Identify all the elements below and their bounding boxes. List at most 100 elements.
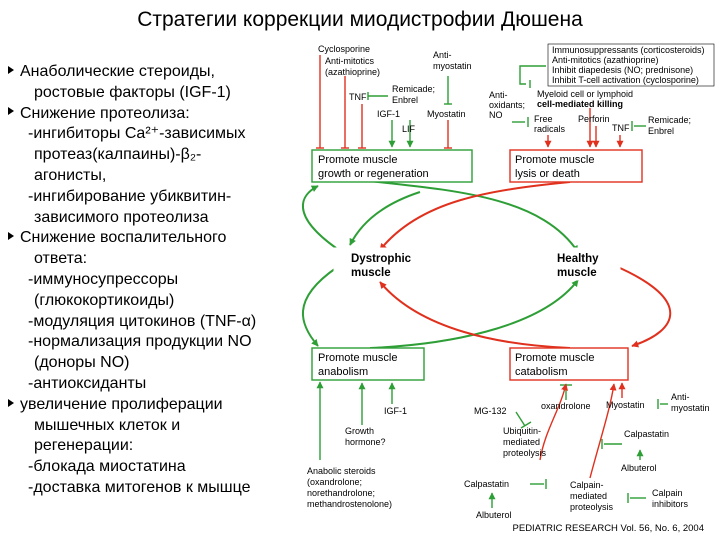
label-perforin: Perforin	[578, 114, 610, 124]
label-calpain-inhibitors-1: Calpain	[652, 488, 683, 498]
bullet-text-line: протеаз(калпаины)-β₂-	[8, 145, 298, 166]
label-anabolic-2: (oxandrolone;	[307, 477, 362, 487]
label-oxandrolone: oxandrolone	[541, 401, 591, 411]
bullet-text-line: (доноры NO)	[8, 353, 298, 374]
box-anabolism	[311, 347, 425, 381]
label-antimyostatin-1: Anti-	[433, 50, 452, 60]
label-mg132: MG-132	[474, 406, 507, 416]
bullet-text: мышечных клеток и	[34, 416, 181, 434]
label-remicade-left-2: Enbrel	[392, 95, 418, 105]
label-remicade-left-1: Remicade;	[392, 84, 435, 94]
label-growth-hormone-1: Growth	[345, 426, 374, 436]
bullet-text: Анаболические стероиды,	[20, 63, 215, 80]
bullet-text-line: ответа:	[8, 249, 298, 270]
bullet-text-line: -антиоксиданты	[8, 374, 298, 395]
label-free-radicals-2: radicals	[534, 124, 566, 134]
box-catabolism	[509, 347, 629, 381]
cycle-arrow-dystrophic-to-anabolism	[301, 267, 337, 347]
bullet-item: Снижение протеолиза:	[8, 104, 298, 125]
edge-mg132-bar	[520, 421, 532, 429]
label-antimyostatin-2: myostatin	[433, 61, 472, 71]
label-tnf-left: TNF	[349, 92, 367, 102]
bullet-text-line: -доставка митогенов к мышце	[8, 478, 298, 499]
bullet-text: увеличение пролиферации	[20, 395, 223, 413]
citation: PEDIATRIC RESEARCH Vol. 56, No. 6, 2004	[512, 523, 704, 534]
label-free-radicals-1: Free	[534, 114, 553, 124]
bullet-text-line: -нормализация продукции NO	[8, 332, 298, 353]
box-lysis-line1: Promote muscle	[515, 154, 594, 166]
label-ubiquitin-2: mediated	[503, 437, 540, 447]
bullet-text: -нормализация продукции NO	[28, 333, 252, 351]
cycle-arrow-growth-side	[349, 191, 421, 246]
label-calpain-mediated-1: Calpain-	[570, 480, 604, 490]
box-growth-line2: growth or regeneration	[318, 168, 429, 180]
label-igf1-bottom: IGF-1	[384, 406, 407, 416]
bullet-triangle-icon	[8, 232, 14, 241]
bullet-text: Снижение воспалительного	[20, 229, 227, 247]
bullet-text: ответа:	[34, 250, 88, 268]
bullet-text: зависимого протеолиза	[34, 208, 209, 226]
box-anabolism-line1: Promote muscle	[318, 352, 397, 364]
label-myostatin-bottom: Myostatin	[606, 400, 645, 410]
label-antimitotics-2: (azathioprine)	[325, 67, 380, 77]
label-remicade-right-1: Remicade;	[648, 115, 691, 125]
label-myostatin-top: Myostatin	[427, 109, 466, 119]
bullet-text-line: -блокада миостатина	[8, 457, 298, 478]
label-immuno-3: Inhibit diapedesis (NO; prednisone)	[552, 65, 693, 75]
box-healthy-line2: muscle	[557, 267, 597, 279]
label-igf1-top: IGF-1	[377, 109, 400, 119]
label-myeloid-1: Myeloid cell or lymphoid	[537, 89, 633, 99]
bullet-text-line: -ингибиторы Ca²⁺-зависимых	[8, 124, 298, 145]
bullet-text: (доноры NO)	[34, 354, 130, 372]
bullet-text-line: агонисты,	[8, 166, 298, 187]
bullet-text: (глюкокортикоиды)	[34, 291, 175, 309]
label-antimyostatin-bottom-1: Anti-	[671, 392, 690, 402]
label-albuterol-right: Albuterol	[621, 463, 657, 473]
cycle-arrow-anabolism-to-healthy	[369, 279, 579, 349]
label-anabolic-1: Anabolic steroids	[307, 466, 376, 476]
label-albuterol-left: Albuterol	[476, 510, 512, 520]
label-antimitotics-1: Anti-mitotics	[325, 56, 375, 66]
box-catabolism-line2: catabolism	[515, 366, 568, 378]
label-antioxidants-1: Anti-	[489, 90, 508, 100]
bullet-text: агонисты,	[34, 166, 107, 184]
label-tnf-right: TNF	[612, 123, 630, 133]
label-immuno-2: Anti-mitotics (azathioprine)	[552, 55, 659, 65]
box-healthy	[551, 247, 621, 281]
box-lysis-line2: lysis or death	[515, 168, 580, 180]
bullet-text-line: зависимого протеолиза	[8, 208, 298, 229]
bullet-text: ростовые факторы (IGF-1)	[34, 83, 231, 101]
bullet-text: -блокада миостатина	[28, 458, 186, 476]
label-lif: LIF	[402, 124, 416, 134]
bullet-text: -модуляция цитокинов (TNF-α)	[28, 312, 257, 330]
cycle-arrow-lysis-to-dystrophic	[379, 181, 571, 251]
bullet-text: Снижение протеолиза:	[20, 104, 190, 122]
bullet-text: регенерации:	[34, 437, 134, 455]
bullet-text: -ингибирование убиквитин-	[28, 187, 232, 205]
bullet-text: -доставка митогенов к мышце	[28, 478, 251, 496]
cycle-arrow-healthy-to-catabolism	[619, 267, 672, 348]
label-immuno-1: Immunosuppressants (corticosteroids)	[552, 45, 705, 55]
edge-mg132	[515, 411, 526, 427]
label-growth-hormone-2: hormone?	[345, 437, 386, 447]
bullet-text-line: (глюкокортикоиды)	[8, 291, 298, 312]
box-dystrophic-line1: Dystrophic	[351, 253, 412, 265]
bullet-text: протеаз(калпаины)-β₂-	[34, 146, 202, 164]
bullet-text-line: регенерации:	[8, 436, 298, 457]
bullet-text: -ингибиторы Ca²⁺-зависимых	[28, 125, 246, 143]
bullet-triangle-icon	[8, 65, 14, 74]
bullet-text-line: мышечных клеток и	[8, 416, 298, 437]
label-anabolic-3: norethandrolone;	[307, 488, 375, 498]
bullet-text-line: -модуляция цитокинов (TNF-α)	[8, 312, 298, 333]
label-antioxidants-2: oxidants;	[489, 100, 525, 110]
edge-calpain-up	[589, 383, 617, 479]
box-catabolism-line1: Promote muscle	[515, 352, 594, 364]
cycle-arrow-dystrophic-to-growth	[302, 185, 337, 249]
cycle-arrow-growth-to-healthy	[359, 179, 579, 253]
label-calpain-inhibitors-2: inhibitors	[652, 499, 689, 509]
bullet-text-line: ростовые факторы (IGF-1)	[8, 83, 298, 104]
slide-title: Стратегии коррекции миодистрофии Дюшена	[137, 8, 583, 31]
box-growth-line1: Promote muscle	[318, 154, 397, 166]
bullet-item: Снижение воспалительного	[8, 228, 298, 249]
